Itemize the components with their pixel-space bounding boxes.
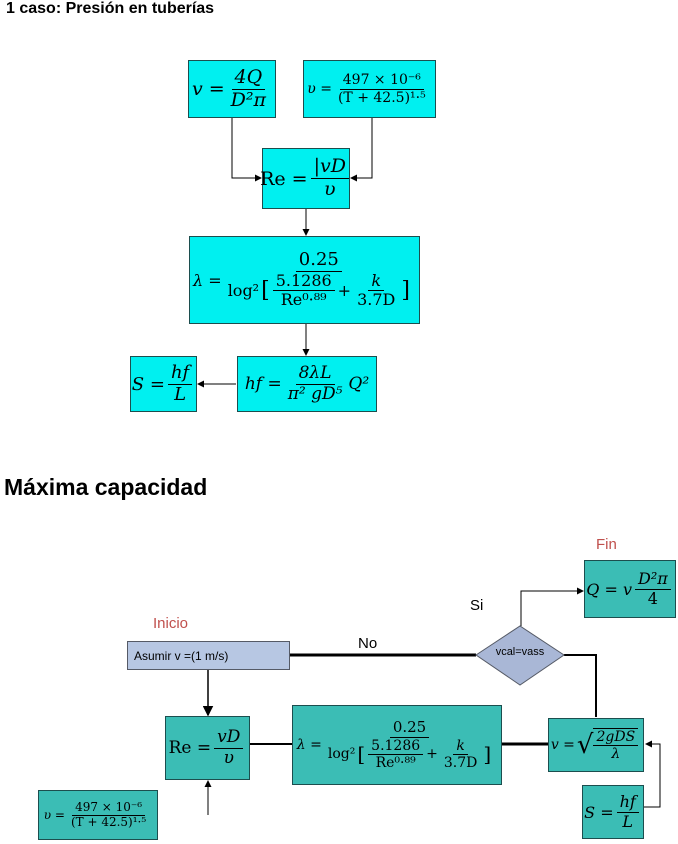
eq-numerator: |vD <box>310 155 349 179</box>
eq-numerator: 2gDS <box>593 729 639 746</box>
arrow-visc-to-re <box>350 118 373 182</box>
eq-lhs: λ = <box>193 270 222 290</box>
decision-label: vcal=vass <box>495 646 545 658</box>
line-decision-to-vel <box>564 654 597 717</box>
eq-lhs: υ = <box>307 81 332 97</box>
log-prefix: log² <box>327 746 356 763</box>
eq-numerator: 0.25 <box>295 250 342 272</box>
eq-denominator: 4 <box>647 588 658 608</box>
eq-denominator: λ <box>611 746 621 762</box>
inner-numerator: k <box>453 738 468 755</box>
eq-lhs: υ = <box>43 808 65 822</box>
label-inicio: Inicio <box>153 615 189 632</box>
inner-numerator: 5.1286 <box>272 271 335 292</box>
sqrt-sign: √ <box>576 730 594 760</box>
arrow-s-to-vel <box>644 740 661 808</box>
eq-denominator: π² gD⁵ <box>287 383 343 404</box>
eq-denominator: υ <box>223 747 234 768</box>
eq-lhs: v = <box>191 78 225 100</box>
inner-numerator: 5.1286 <box>368 738 424 755</box>
eq-viscosity-box: υ = 497 × 10⁻⁶(T + 42.5)¹·⁵ <box>303 60 436 118</box>
section2-title: Máxima capacidad <box>4 474 208 500</box>
eq-denominator: (T + 42.5)¹·⁵ <box>70 814 147 829</box>
log-prefix: log² <box>227 280 260 300</box>
eq-viscosity-box-2: υ = 497 × 10⁻⁶(T + 42.5)¹·⁵ <box>38 790 158 840</box>
plus-sign: + <box>337 280 352 300</box>
eq-lhs: Re = <box>168 738 212 758</box>
inner-numerator: k <box>368 271 385 292</box>
assume-velocity-box: Asumir v =(1 m/s) <box>127 641 290 670</box>
eq-denominator: υ <box>323 178 336 200</box>
inner-denominator: Re⁰·⁸⁹ <box>375 754 416 771</box>
section1-title: 1 caso: Presión en tuberías <box>6 0 215 17</box>
label-si: Si <box>470 597 484 614</box>
eq-numerator: hf <box>616 792 639 813</box>
eq-numerator: 497 × 10⁻⁶ <box>339 72 424 90</box>
eq-denominator: L <box>622 811 634 831</box>
inner-denominator: 3.7D <box>357 290 396 310</box>
arrow-si-to-fin <box>520 587 584 626</box>
decision-diamond <box>475 625 565 686</box>
eq-numerator: vD <box>214 727 244 749</box>
eq-lhs: v = <box>550 737 575 753</box>
eq-suffix: Q² <box>348 374 370 394</box>
eq-numerator: hf <box>167 362 193 385</box>
eq-lhs: Re = <box>260 167 308 190</box>
label-fin: Fin <box>596 536 617 553</box>
eq-denominator: (T + 42.5)¹·⁵ <box>337 89 426 106</box>
eq-lhs: λ = <box>296 737 322 753</box>
eq-numerator: D²π <box>634 569 671 590</box>
inner-denominator: Re⁰·⁸⁹ <box>280 290 327 310</box>
eq-lhs: hf = <box>244 374 282 394</box>
eq-denominator: L <box>174 383 187 405</box>
eq-numerator: 8λL <box>295 363 335 385</box>
arrow-v-to-re <box>231 118 262 182</box>
label-no: No <box>358 635 378 652</box>
inner-denominator: 3.7D <box>443 754 478 771</box>
eq-lhs: S = <box>584 802 614 822</box>
eq-numerator: 0.25 <box>389 719 430 738</box>
eq-numerator: 4Q <box>231 66 266 90</box>
plus-sign: + <box>426 746 438 763</box>
eq-lhs: Q = v <box>586 579 632 599</box>
eq-lhs: S = <box>131 373 165 395</box>
eq-numerator: 497 × 10⁻⁶ <box>72 800 146 816</box>
eq-denominator: D²π <box>230 88 267 111</box>
